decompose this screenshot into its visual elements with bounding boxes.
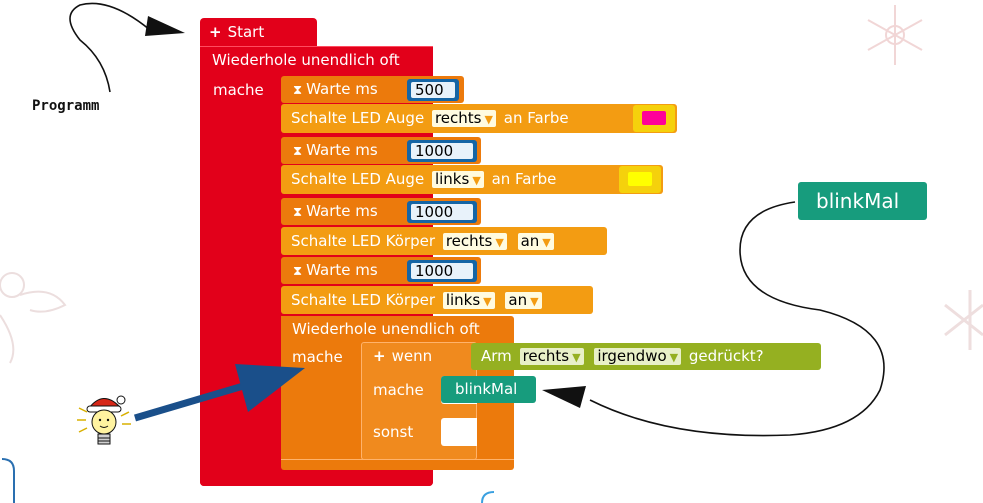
bottom-decoration xyxy=(481,491,495,503)
wait-value-2[interactable]: 1000 xyxy=(407,140,477,162)
wait-value-4[interactable]: 1000 xyxy=(407,260,477,282)
color-swatch-2 xyxy=(628,172,652,186)
color-picker-1[interactable] xyxy=(633,105,675,132)
body-side-text-2: links xyxy=(445,291,481,309)
inner-loop-gap xyxy=(353,342,361,460)
body-state-text-2: an xyxy=(508,291,528,309)
hourglass-icon: ⧗ xyxy=(293,144,303,159)
wait-value-text-4: 1000 xyxy=(411,263,473,280)
wenn-label: wenn xyxy=(391,347,433,365)
led-body-label-1: Schalte LED Körper xyxy=(291,232,436,250)
dropdown-caret-icon: ▼ xyxy=(542,236,551,249)
arm-where-text: irgendwo xyxy=(597,347,667,365)
dropdown-caret-icon: ▼ xyxy=(530,295,539,308)
blue-pointer-arrow xyxy=(134,364,305,422)
dropdown-caret-icon: ▼ xyxy=(669,351,679,364)
dropdown-caret-icon: ▼ xyxy=(472,174,481,187)
wait-block-4[interactable]: ⧗Warte ms 1000 xyxy=(281,257,481,284)
body-state-text-1: an xyxy=(520,232,540,250)
body-side-text-1: rechts xyxy=(445,232,493,250)
hourglass-icon: ⧗ xyxy=(293,264,303,279)
sonst-slot[interactable] xyxy=(441,418,477,446)
outer-loop-footer xyxy=(200,470,433,486)
body-side-dropdown-1[interactable]: rechts▼ xyxy=(442,232,507,250)
dropdown-caret-icon: ▼ xyxy=(495,236,504,249)
plus-icon: + xyxy=(209,23,222,41)
led-eye-mid-2: an Farbe xyxy=(491,170,557,188)
arm-where-dropdown[interactable]: irgendwo▼ xyxy=(594,347,682,365)
dropdown-caret-icon: ▼ xyxy=(572,351,581,364)
snowflake-icon xyxy=(944,290,983,350)
outer-loop-header: Wiederhole unendlich oft xyxy=(200,46,433,72)
led-eye-block-2[interactable]: Schalte LED Auge links▼ an Farbe xyxy=(281,165,663,194)
start-block[interactable]: + Start xyxy=(200,18,317,46)
blinkmal-call-label: blinkMal xyxy=(455,380,518,398)
hourglass-icon: ⧗ xyxy=(293,205,303,220)
programm-label: Programm xyxy=(32,98,100,114)
color-picker-2[interactable] xyxy=(619,166,661,193)
blinkmal-call-block[interactable]: blinkMal xyxy=(441,376,536,403)
led-eye-label-2: Schalte LED Auge xyxy=(291,170,425,188)
led-eye-mid-1: an Farbe xyxy=(503,109,569,127)
corner-decoration xyxy=(1,458,15,503)
condition-label: Arm xyxy=(481,347,512,365)
blinkmal-def-block[interactable]: blinkMal xyxy=(798,182,927,220)
condition-block[interactable]: Arm rechts▼ irgendwo▼ gedrückt? xyxy=(471,343,821,370)
programm-arrow xyxy=(69,2,185,93)
color-swatch-1 xyxy=(642,111,666,125)
dropdown-caret-icon: ▼ xyxy=(484,113,493,126)
sonst-label: sonst xyxy=(373,423,414,441)
arm-side-dropdown[interactable]: rechts▼ xyxy=(519,347,584,365)
led-body-block-1[interactable]: Schalte LED Körper rechts▼ an▼ xyxy=(281,227,607,255)
eye-side-dropdown-1[interactable]: rechts▼ xyxy=(431,109,496,127)
outer-loop-label: Wiederhole unendlich oft xyxy=(212,51,400,69)
wait-label-1: Warte ms xyxy=(306,80,378,98)
body-state-dropdown-2[interactable]: an▼ xyxy=(505,291,542,309)
santa-bulb-icon xyxy=(77,395,131,445)
wait-value-3[interactable]: 1000 xyxy=(407,201,477,223)
plus-icon: + xyxy=(373,347,386,365)
wait-value-text-3: 1000 xyxy=(411,204,473,221)
body-side-dropdown-2[interactable]: links▼ xyxy=(442,291,495,309)
wait-label-4: Warte ms xyxy=(306,261,378,279)
led-eye-block-1[interactable]: Schalte LED Auge rechts▼ an Farbe xyxy=(281,104,677,133)
blinkmal-connector-arrow xyxy=(542,201,885,437)
mache-if-label: mache xyxy=(373,381,424,399)
start-label: Start xyxy=(227,23,265,41)
eye-side-text-2: links xyxy=(434,170,470,188)
led-eye-label-1: Schalte LED Auge xyxy=(291,109,425,127)
hourglass-icon: ⧗ xyxy=(293,83,303,98)
wait-value-text-1: 500 xyxy=(411,82,455,99)
angel-icon xyxy=(0,272,67,364)
wait-block-3[interactable]: ⧗Warte ms 1000 xyxy=(281,198,481,225)
eye-side-dropdown-2[interactable]: links▼ xyxy=(431,170,484,188)
led-body-label-2: Schalte LED Körper xyxy=(291,291,436,309)
wait-value-1[interactable]: 500 xyxy=(407,79,459,101)
inner-loop-label: Wiederhole unendlich oft xyxy=(292,320,480,338)
body-state-dropdown-1[interactable]: an▼ xyxy=(517,232,554,250)
blinkmal-def-label: blinkMal xyxy=(816,189,900,213)
if-header: + wenn xyxy=(373,346,432,366)
wait-label-2: Warte ms xyxy=(306,141,378,159)
arm-side-text: rechts xyxy=(522,347,570,365)
condition-suffix: gedrückt? xyxy=(688,347,764,365)
inner-mache-label: mache xyxy=(292,348,343,366)
wait-label-3: Warte ms xyxy=(306,202,378,220)
wait-value-text-2: 1000 xyxy=(411,143,473,160)
outer-mache-label: mache xyxy=(213,81,264,99)
wait-block-1[interactable]: ⧗Warte ms 500 xyxy=(281,76,464,103)
led-body-block-2[interactable]: Schalte LED Körper links▼ an▼ xyxy=(281,286,593,314)
dropdown-caret-icon: ▼ xyxy=(483,295,492,308)
wait-block-2[interactable]: ⧗Warte ms 1000 xyxy=(281,137,481,164)
star-ornament-icon xyxy=(867,5,923,65)
eye-side-text-1: rechts xyxy=(434,109,482,127)
